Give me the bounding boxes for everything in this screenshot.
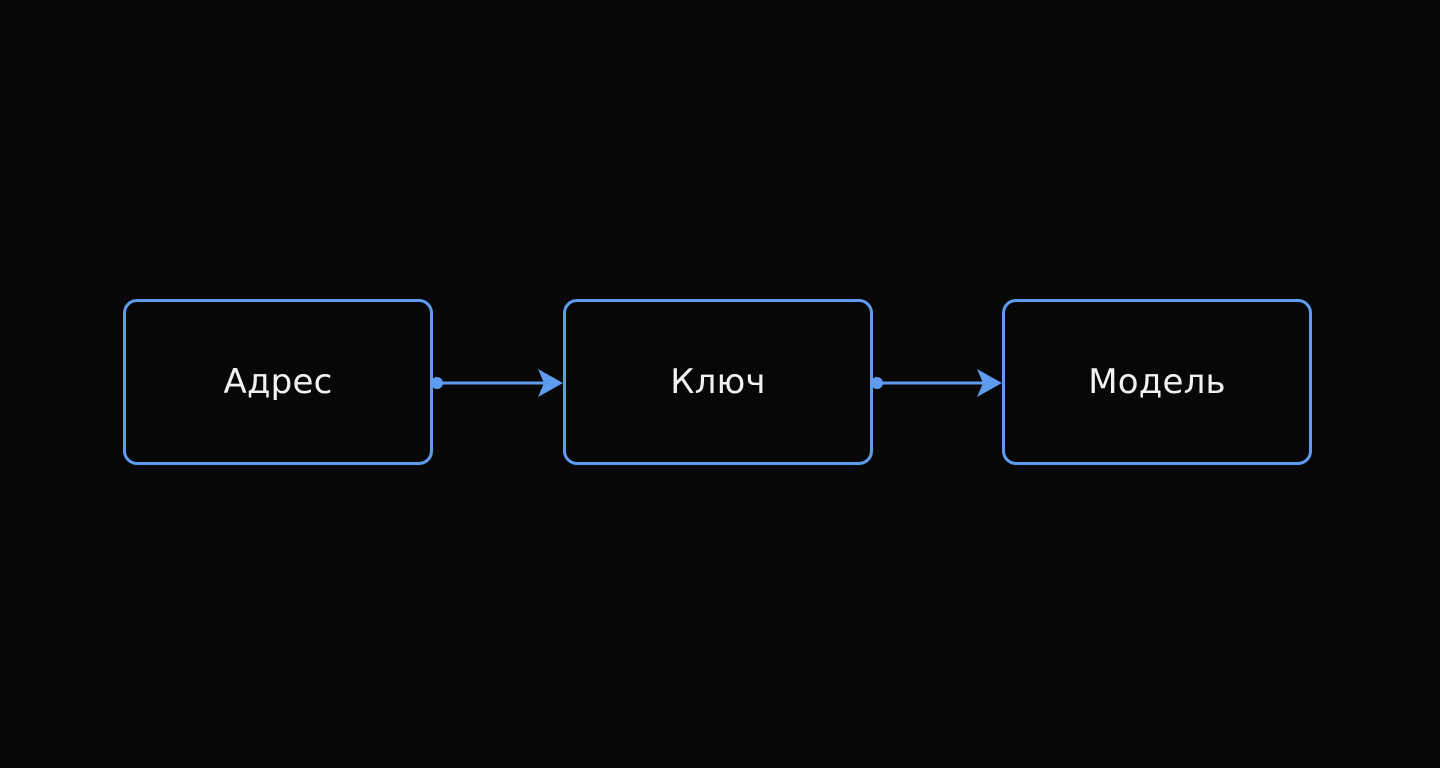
node-label: Адрес — [223, 362, 333, 402]
arrowhead-icon — [538, 369, 563, 397]
node-label: Модель — [1088, 362, 1226, 402]
node-address: Адрес — [123, 299, 433, 465]
node-model: Модель — [1002, 299, 1312, 465]
edge-key-to-model — [871, 369, 1002, 397]
arrowhead-icon — [977, 369, 1002, 397]
edge-address-to-key — [431, 369, 563, 397]
node-key: Ключ — [563, 299, 873, 465]
node-label: Ключ — [670, 362, 766, 402]
